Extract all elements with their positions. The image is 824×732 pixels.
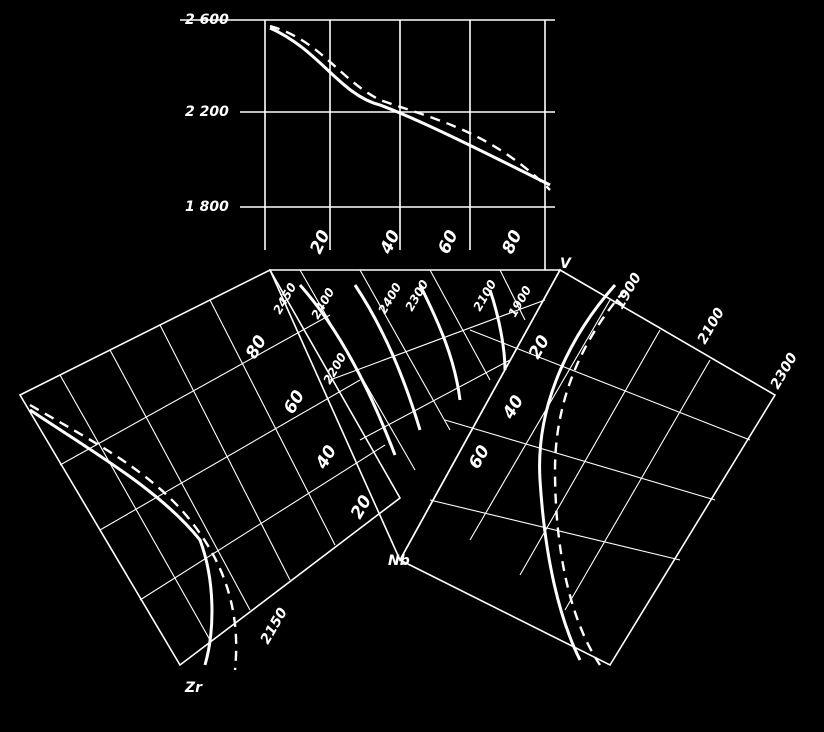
right-curve-dashed: [553, 289, 626, 666]
grid-line: [429, 269, 491, 381]
grid-line: [99, 379, 361, 531]
right-temp-1900: 1900: [612, 270, 645, 312]
temp-label-mid: 2 200: [185, 104, 229, 120]
right-face: 20 40 60 1900 2100 2300: [398, 268, 801, 667]
grid-line: [469, 329, 751, 441]
comp-tick-80: 80: [498, 227, 526, 257]
right-tick-60: 60: [465, 442, 494, 473]
iso-label: 2400: [308, 286, 337, 322]
left-curve-dashed: [29, 403, 238, 671]
grid-line: [519, 329, 661, 576]
left-tick-60: 60: [280, 387, 309, 418]
comp-tick-60: 60: [434, 227, 462, 257]
grid-line: [429, 499, 681, 561]
grid-line: [209, 299, 336, 546]
label-2150: 2150: [258, 605, 291, 647]
grid-line: [499, 269, 526, 321]
grid-line: [359, 269, 451, 431]
left-face: 80 60 40 20 2150 Zr: [18, 268, 402, 696]
right-curve-solid: [538, 284, 617, 661]
temp-label-bottom: 1 800: [185, 199, 229, 215]
isotherm-curve: [353, 284, 422, 431]
top-panel: 2 600 2 200 1 800 20 40 60 80 V: [180, 12, 572, 272]
vertex-label-nb: Nb: [388, 553, 410, 569]
grid-line: [329, 299, 546, 381]
left-curve-solid: [29, 408, 214, 666]
grid-line: [59, 314, 331, 466]
right-temp-2100: 2100: [695, 305, 728, 347]
left-face-outline: [18, 268, 402, 667]
grid-line: [139, 444, 386, 601]
right-tick-40: 40: [499, 392, 529, 424]
solidus-curve: [269, 26, 551, 187]
vertex-label-zr: Zr: [184, 680, 203, 696]
grid-line: [59, 374, 211, 641]
iso-label: 2300: [402, 278, 431, 314]
right-face-outline: [398, 268, 777, 667]
isotherm-curve: [298, 284, 397, 456]
isotherm-curve: [488, 289, 507, 371]
liquidus-curve: [269, 24, 551, 191]
temp-label-top: 2 600: [185, 12, 229, 28]
grid-line: [109, 349, 251, 611]
right-temp-2300: 2300: [768, 350, 801, 392]
right-tick-20: 20: [525, 332, 554, 363]
center-region: 2450 2400 2400 2300 2100 1900 2200 Nb: [268, 269, 562, 569]
grid-line: [444, 419, 716, 501]
vertex-label-v: V: [560, 256, 572, 272]
grid-line: [564, 359, 711, 611]
grid-line: [469, 299, 611, 541]
isotherm-curve: [418, 284, 462, 401]
iso-label: 2200: [320, 351, 349, 387]
iso-label: 2400: [375, 281, 404, 317]
left-tick-80: 80: [242, 332, 271, 363]
iso-label: 2450: [270, 281, 299, 317]
left-tick-40: 40: [312, 442, 342, 474]
grid-line: [159, 324, 291, 581]
